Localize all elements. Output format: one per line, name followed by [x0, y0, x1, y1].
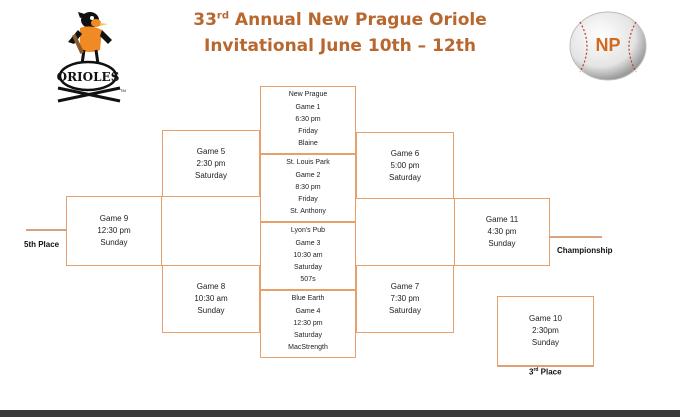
- game-3-box: Lyon's Pub Game 3 10:30 am Saturday 507s: [260, 222, 356, 290]
- game-1-opponent: Blaine: [298, 140, 318, 148]
- game-5-label: Game 5: [196, 146, 226, 156]
- logo-np-text: NP: [595, 35, 620, 55]
- title-ordinal: rd: [216, 10, 230, 22]
- third-place-text: Place: [538, 367, 562, 377]
- game-2-box: St. Louis Park Game 2 8:30 pm Friday St.…: [260, 154, 356, 222]
- game-1-label: Game 1: [295, 103, 321, 111]
- game-9-label: Game 9: [99, 214, 129, 223]
- page-title: 33rd Annual New Prague Oriole: [150, 10, 530, 30]
- game-2-team: St. Louis Park: [286, 159, 330, 167]
- game-9-time: 12:30 pm: [97, 226, 131, 235]
- game-10-label: Game 10: [529, 314, 562, 323]
- game-4-team: Blue Earth: [291, 295, 325, 303]
- game-3-time: 10:30 am: [293, 251, 323, 259]
- game-1-team: New Prague: [288, 91, 328, 99]
- game-11-day: Sunday: [488, 239, 516, 248]
- game-1-box: New Prague Game 1 6:30 pm Friday Blaine: [260, 86, 356, 154]
- third-place-ordinal: rd: [533, 367, 539, 373]
- game-3-opponent: 507s: [300, 276, 316, 284]
- game-10-time: 2:30pm: [532, 326, 559, 335]
- game-5-day: Saturday: [194, 170, 228, 180]
- game-8-time: 10:30 am: [194, 294, 228, 303]
- game-10-day: Sunday: [531, 338, 560, 347]
- third-place-label: 3rd Place: [529, 367, 562, 377]
- np-baseball-icon: NP: [569, 11, 647, 81]
- game-7-label: Game 7: [390, 282, 420, 291]
- game-6-label: Game 6: [390, 148, 420, 158]
- game-4-day: Saturday: [293, 332, 323, 340]
- game-11-time: 4:30 pm: [487, 227, 517, 236]
- game-6-time: 5:00 pm: [390, 160, 420, 170]
- game-4-box: Blue Earth Game 4 12:30 pm Saturday MacS…: [260, 290, 356, 358]
- game-7-day: Saturday: [388, 306, 422, 315]
- game-2-label: Game 2: [295, 171, 321, 179]
- game-3-day: Saturday: [293, 264, 323, 272]
- game-8-label: Game 8: [196, 282, 226, 291]
- orioles-logo-icon: ORIOLES TM: [57, 12, 126, 103]
- game-9-day: Sunday: [100, 238, 128, 247]
- game-3-team: Lyon's Pub: [290, 227, 326, 235]
- game-2-day: Friday: [298, 196, 318, 204]
- game-9-box: Game 9 12:30 pm Sunday: [66, 196, 162, 266]
- game-4-opponent: MacStrength: [288, 344, 328, 352]
- game-6-day: Saturday: [388, 172, 422, 182]
- game-6-box: Game 6 5:00 pm Saturday: [356, 132, 454, 199]
- game-1-time: 6:30 pm: [295, 115, 321, 123]
- title-number: 33: [193, 10, 217, 30]
- bottom-bar: [0, 410, 680, 417]
- page-subtitle: Invitational June 10th – 12th: [204, 36, 476, 56]
- game-3-label: Game 3: [295, 239, 321, 247]
- fifth-place-line: [26, 229, 66, 231]
- third-place-number: 3: [529, 367, 534, 377]
- game-11-box: Game 11 4:30 pm Sunday: [454, 198, 550, 266]
- game-1-day: Friday: [298, 128, 318, 136]
- logo-tm: TM: [120, 88, 126, 93]
- game-11-label: Game 11: [485, 215, 519, 224]
- logo-text: ORIOLES: [57, 70, 120, 84]
- title-line1: Annual New Prague Oriole: [229, 10, 487, 30]
- championship-line: [550, 236, 602, 238]
- game-5-time: 2:30 pm: [196, 158, 226, 168]
- game-8-box: Game 8 10:30 am Sunday: [162, 265, 260, 333]
- game-2-time: 8:30 pm: [295, 183, 321, 191]
- third-place-line: [497, 365, 594, 367]
- game-4-time: 12:30 pm: [293, 319, 323, 327]
- game-4-label: Game 4: [295, 307, 321, 315]
- game-2-opponent: St. Anthony: [290, 208, 326, 216]
- championship-label: Championship: [557, 246, 613, 255]
- game-5-box: Game 5 2:30 pm Saturday: [162, 130, 260, 197]
- fifth-place-label: 5th Place: [24, 240, 60, 249]
- game-10-box: Game 10 2:30pm Sunday: [497, 296, 594, 366]
- game-7-box: Game 7 7:30 pm Saturday: [356, 265, 454, 333]
- game-8-day: Sunday: [197, 306, 225, 315]
- game-7-time: 7:30 pm: [390, 294, 420, 303]
